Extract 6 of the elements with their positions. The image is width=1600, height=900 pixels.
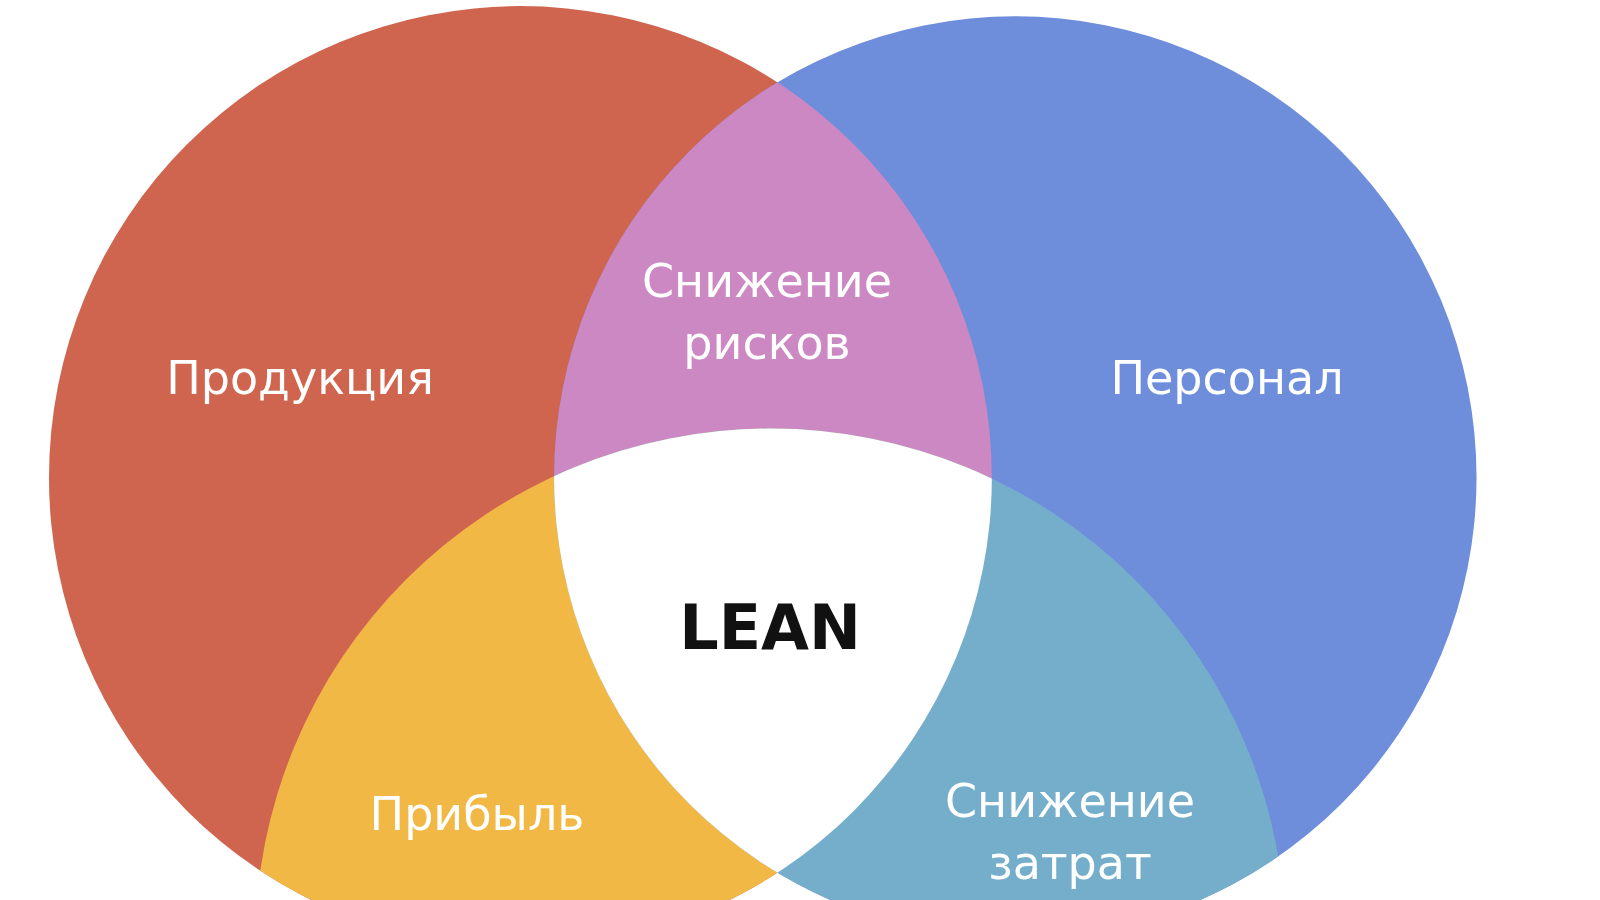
region-label: Снижение затрат xyxy=(943,772,1197,892)
region-label: Продукция xyxy=(166,349,434,407)
center-label: LEAN xyxy=(679,590,861,667)
region-label: Снижение рисков xyxy=(640,252,894,372)
region-label: Персонал xyxy=(1110,349,1344,407)
region-label: Прибыль xyxy=(369,785,585,843)
